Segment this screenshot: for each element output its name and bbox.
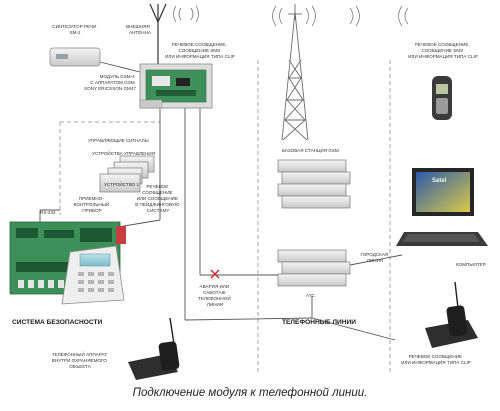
city-line-label: ГОРОДСКАЯ ЛИНИЯ xyxy=(360,252,389,263)
gsm-module-label: МОДУЛЬ GSM-4 С АППАРАТОМ GSM SONY ERICSS… xyxy=(84,74,136,91)
message-top-label: РЕЧЕВОЕ СООБЩЕНИЕ, СООБЩЕНИЕ SMS ИЛИ ИНФ… xyxy=(165,42,235,59)
phone-inside-label: ТЕЛЕФОННЫЙ АППАРАТ ВНУТРИ ОХРАНЯЕМОГО ОБ… xyxy=(52,350,109,369)
ats-label: АТС xyxy=(306,293,316,298)
control-signals-label: УПРАВЛЯЮЩИЕ СИГНАЛЫ xyxy=(88,138,149,143)
sabotage-cross-icon xyxy=(210,269,220,279)
security-system-label: СИСТЕМА БЕЗОПАСНОСТИ xyxy=(12,319,103,326)
ats-equipment xyxy=(277,249,351,287)
mobile-phone-icon xyxy=(432,76,452,120)
message-center-label: РЕЧЕВОЕ СООБЩЕНИЕ ИЛИ СООБЩЕНИЕ В ПЕЙДЖИ… xyxy=(135,184,181,213)
gsm-tower-icon xyxy=(281,4,309,141)
message-mobile-label: РЕЧЕВОЕ СООБЩЕНИЕ, СООБЩЕНИЕ SMS ИЛИ ИНФ… xyxy=(408,42,478,59)
keypad-icon xyxy=(61,245,125,305)
message-bottom-label: РЕЧЕВОЕ СООБЩЕНИЕ ИЛИ ИНФОРМАЦИЯ ТИПА CL… xyxy=(401,354,471,365)
gsm-module-board xyxy=(139,63,213,109)
computer-label: КОМПЬЮТЕР xyxy=(456,262,486,267)
zone-separators xyxy=(59,60,391,372)
phone-lines-label: ТЕЛЕФОННЫЕ ЛИНИИ xyxy=(282,319,356,326)
panel-label: ПРИЕМНО- КОНТРОЛЬНЫЙ ПРИБОР xyxy=(74,196,111,213)
figure-caption: Подключение модуля к телефонной линии. xyxy=(132,387,368,399)
laptop-screen-text: Satel xyxy=(432,178,447,184)
cordless-phone-icon xyxy=(425,281,478,348)
base-station-equipment xyxy=(277,159,351,209)
external-antenna-label: ВНЕШНЯЯ АНТЕННА xyxy=(126,24,152,35)
device-1-label: УСТРОЙСТВО 1 xyxy=(104,180,139,187)
control-devices-label: УСТРОЙСТВА УПРАВЛЕНИЯ xyxy=(92,149,155,156)
antenna-icon xyxy=(149,3,167,68)
control-devices-stack xyxy=(99,155,155,193)
base-station-label: БАЗОВАЯ СТАНЦИЯ GSM xyxy=(282,148,339,153)
speech-synth-label: СИНТЕЗАТОР РЕЧИ SM-2 xyxy=(52,24,97,35)
laptop-icon xyxy=(396,168,488,246)
accident-label: АВАРИЯ ИЛИ САБОТАЖ ТЕЛЕФОННОЙ ЛИНИИ xyxy=(198,284,232,307)
speech-synthesizer-device xyxy=(49,47,101,67)
radio-wave-arcs xyxy=(173,5,409,27)
rs232-label: RS-232 xyxy=(40,210,56,215)
cordless-phone-inside-icon xyxy=(128,317,180,380)
